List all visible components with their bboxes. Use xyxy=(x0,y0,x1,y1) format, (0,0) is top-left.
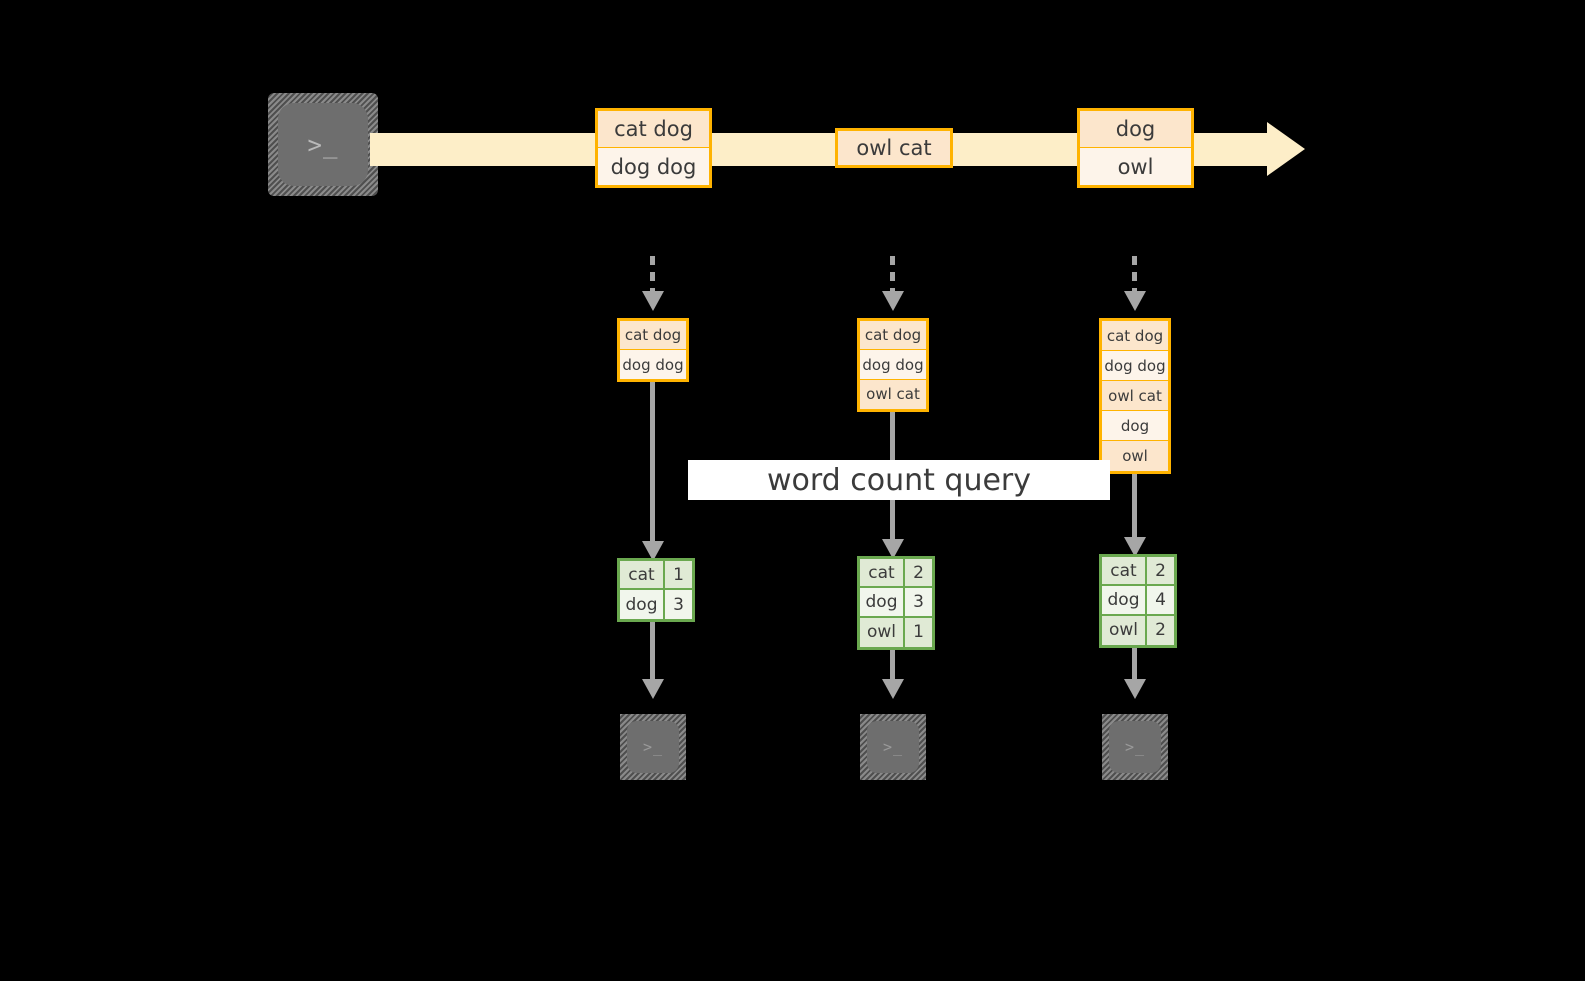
table-row: cat 2 xyxy=(860,559,932,589)
snapshot-3-sink-terminal-icon: >_ xyxy=(1102,714,1168,780)
result-word-cell: owl xyxy=(860,617,905,647)
result-word-cell: dog xyxy=(1102,586,1147,614)
result-count-cell: 2 xyxy=(1147,557,1174,585)
result-count-cell: 4 xyxy=(1147,586,1174,614)
snapshot-1-tap-arrowhead xyxy=(642,291,664,311)
snapshot-1-query-arrowhead xyxy=(642,541,664,561)
stream-record-row: owl xyxy=(1080,148,1191,185)
snapshot-input-row: dog dog xyxy=(620,350,686,379)
source-terminal-icon: >_ xyxy=(268,93,378,196)
snapshot-2-tap-arrowhead xyxy=(882,291,904,311)
stream-record-row: dog xyxy=(1080,111,1191,148)
snapshot-2-query-arrowhead xyxy=(882,539,904,559)
table-row: owl 2 xyxy=(1102,615,1174,645)
table-row: cat 2 xyxy=(1102,557,1174,587)
snapshot-2-tap-line xyxy=(890,256,895,292)
stream-record-group-3: dog owl xyxy=(1077,108,1194,188)
terminal-prompt-glyph: >_ xyxy=(882,737,904,756)
result-count-cell: 2 xyxy=(1147,615,1174,645)
snapshot-1-sink-arrowhead xyxy=(642,679,664,699)
snapshot-3-result-table: cat 2 dog 4 owl 2 xyxy=(1099,554,1177,648)
stream-record-row: dog dog xyxy=(598,148,709,185)
snapshot-3-sink-line xyxy=(1132,648,1137,680)
stream-record-row: cat dog xyxy=(598,111,709,148)
snapshot-input-row: dog dog xyxy=(860,350,926,380)
snapshot-3-tap-arrowhead xyxy=(1124,291,1146,311)
terminal-prompt-glyph: >_ xyxy=(642,737,664,756)
word-count-query-banner: word count query xyxy=(688,460,1110,500)
snapshot-1-sink-terminal-icon: >_ xyxy=(620,714,686,780)
snapshot-1-sink-line xyxy=(650,622,655,680)
snapshot-2-sink-line xyxy=(890,650,895,680)
terminal-prompt-glyph: >_ xyxy=(1124,737,1146,756)
snapshot-2-input-box: cat dog dog dog owl cat xyxy=(857,318,929,412)
snapshot-input-row: dog dog xyxy=(1102,351,1168,381)
snapshot-input-row: cat dog xyxy=(1102,321,1168,351)
snapshot-3-tap-line xyxy=(1132,256,1137,292)
snapshot-input-row: owl xyxy=(1102,441,1168,471)
terminal-screen xyxy=(867,721,919,773)
result-count-cell: 1 xyxy=(905,617,932,647)
table-row: dog 4 xyxy=(1102,586,1174,616)
snapshot-input-row: cat dog xyxy=(860,321,926,351)
snapshot-input-row: dog xyxy=(1102,411,1168,441)
result-word-cell: cat xyxy=(620,561,665,589)
snapshot-1-result-table: cat 1 dog 3 xyxy=(617,558,695,622)
terminal-prompt-glyph: >_ xyxy=(307,130,339,159)
snapshot-1-tap-line xyxy=(650,256,655,292)
result-count-cell: 2 xyxy=(905,559,932,587)
stream-arrow-head xyxy=(1267,122,1305,176)
table-row: cat 1 xyxy=(620,561,692,591)
result-count-cell: 1 xyxy=(665,561,692,589)
terminal-screen xyxy=(627,721,679,773)
terminal-screen xyxy=(278,103,368,186)
snapshot-input-row: owl cat xyxy=(1102,381,1168,411)
result-word-cell: dog xyxy=(620,590,665,619)
snapshot-2-sink-terminal-icon: >_ xyxy=(860,714,926,780)
snapshot-3-input-box: cat dog dog dog owl cat dog owl xyxy=(1099,318,1171,474)
snapshot-3-query-line xyxy=(1132,474,1137,538)
snapshot-1-input-box: cat dog dog dog xyxy=(617,318,689,382)
table-row: dog 3 xyxy=(860,588,932,618)
snapshot-3-sink-arrowhead xyxy=(1124,679,1146,699)
result-word-cell: cat xyxy=(1102,557,1147,585)
snapshot-2-sink-arrowhead xyxy=(882,679,904,699)
snapshot-input-row: owl cat xyxy=(860,379,926,409)
snapshot-2-result-table: cat 2 dog 3 owl 1 xyxy=(857,556,935,650)
result-count-cell: 3 xyxy=(665,590,692,619)
result-count-cell: 3 xyxy=(905,588,932,616)
table-row: owl 1 xyxy=(860,617,932,647)
snapshot-1-query-line xyxy=(650,382,655,542)
table-row: dog 3 xyxy=(620,590,692,619)
stream-record-group-1: cat dog dog dog xyxy=(595,108,712,188)
result-word-cell: dog xyxy=(860,588,905,616)
stream-record-group-2: owl cat xyxy=(835,128,953,168)
terminal-screen xyxy=(1109,721,1161,773)
result-word-cell: owl xyxy=(1102,615,1147,645)
snapshot-input-row: cat dog xyxy=(620,321,686,351)
snapshot-3-query-arrowhead xyxy=(1124,537,1146,557)
result-word-cell: cat xyxy=(860,559,905,587)
stream-record-row: owl cat xyxy=(838,131,950,165)
